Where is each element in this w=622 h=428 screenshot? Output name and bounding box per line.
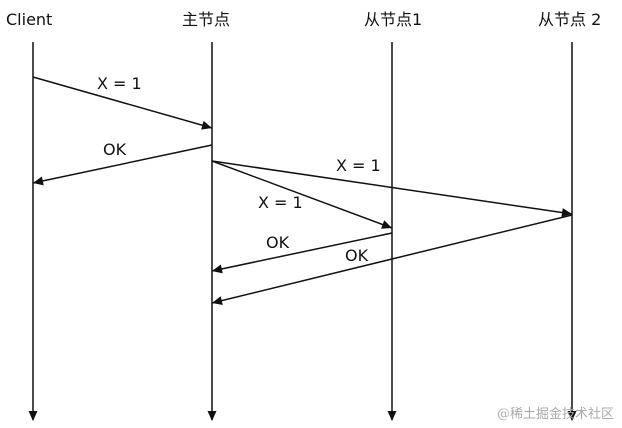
message-arrowhead-3 [381,220,392,229]
message-label-1: OK [103,140,127,159]
message-arrowhead-5 [212,296,223,305]
participant-label-slave2: 从节点 2 [538,10,601,29]
message-arrow-5 [211,214,573,304]
lifeline-arrow-slave2 [567,411,577,421]
message-label-2: X = 1 [336,156,381,175]
message-arrow-0 [32,76,213,129]
lifeline-arrow-slave1 [387,411,397,421]
lifeline-arrow-client [28,411,38,421]
watermark: @稀土掘金技术社区 [496,407,614,422]
lifeline-arrow-master [207,411,217,421]
message-arrowhead-1 [33,176,44,186]
participant-label-slave1: 从节点1 [364,10,422,29]
message-label-0: X = 1 [97,74,142,93]
message-arrow-2 [211,160,573,215]
message-arrowhead-0 [201,120,212,130]
message-arrowhead-4 [212,264,223,274]
message-label-5: OK [345,246,369,265]
message-label-3: X = 1 [258,193,303,212]
message-arrowhead-2 [561,208,572,217]
message-arrow-4 [211,232,393,272]
participant-label-master: 主节点 [182,10,230,29]
message-arrow-3 [211,160,393,229]
message-arrow-1 [32,144,213,184]
message-label-4: OK [266,233,290,252]
participant-label-client: Client [6,10,52,29]
